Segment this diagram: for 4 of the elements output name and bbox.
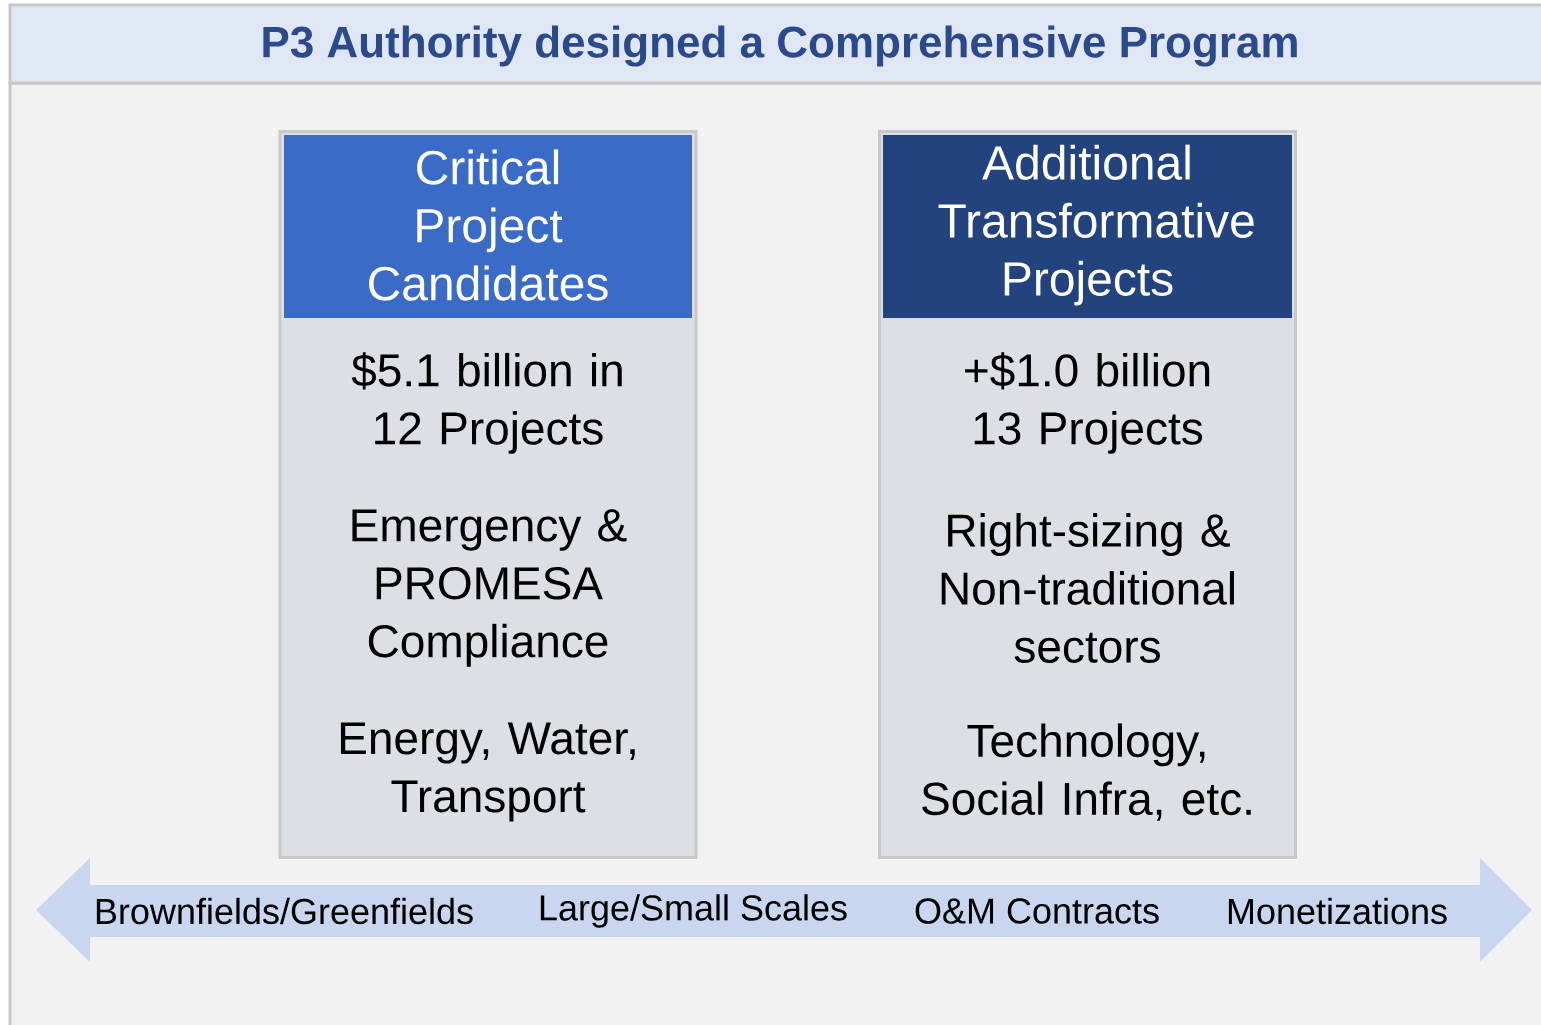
column-card: Critical Project Candidates $5.1 billion in 12 Projects Emergency & PROMESA Compliance Energy, Water, Transport — [278, 130, 698, 859]
title-banner: P3 Authority designed a Comprehensive Program — [8, 3, 1541, 85]
double-arrow-band: Brownfields/Greenfields Large/Small Scales O&M Contracts Monetizations — [36, 858, 1532, 962]
column-card: Additional Transformative Projects +$1.0 billion 13 Projects Right-sizing & Non-traditional sectors Technology, Social Infra, etc. — [878, 130, 1297, 859]
